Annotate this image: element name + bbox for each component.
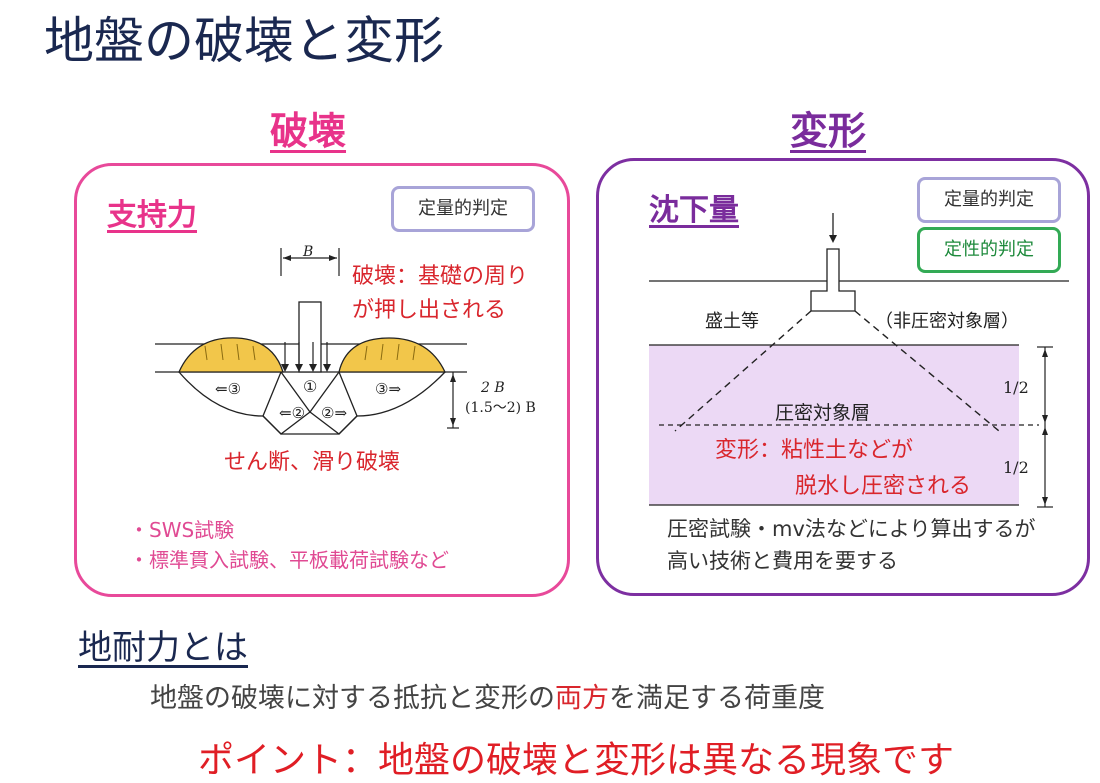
bearing-capacity-subheading: 支持力 (107, 198, 197, 233)
shear-failure-caption: せん断、滑り破壊 (224, 450, 401, 475)
quantitative-badge: 定量的判定 (917, 177, 1061, 223)
failure-note: 破壊：基礎の周り が押し出される (352, 264, 529, 323)
left-heave (177, 337, 284, 373)
half-top-label: 1/2 (1003, 378, 1029, 397)
zone-2-left-label: ⇐② (279, 404, 305, 422)
right-heave (338, 337, 447, 373)
heading-failure: 破壊 (270, 109, 347, 153)
deformation-panel: 沈下量 定量的判定 定性的判定 盛土等 （非圧密対象層） 圧密対象層 1/2 1… (596, 158, 1090, 596)
fill-label: 盛土等 (705, 311, 759, 332)
bearing-definition-heading: 地耐力とは (78, 628, 248, 668)
consolidation-label: 圧密対象層 (775, 402, 870, 424)
test-item: ・SWS試験 (129, 518, 235, 542)
settlement-subheading: 沈下量 (649, 193, 739, 228)
settlement-description: 圧密試験・mv法などにより算出するが 高い技術と費用を要する (667, 517, 1036, 573)
non-consolidation-label: （非圧密対象層） (875, 311, 1019, 332)
both-emphasis: 両方 (555, 683, 609, 714)
zone-2-right-label: ②⇒ (321, 404, 347, 422)
foundation (298, 301, 322, 373)
zone-3-right-label: ③⇒ (375, 380, 401, 398)
failure-panel: 支持力 定量的判定 B (74, 163, 570, 597)
page-title: 地盤の破壊と変形 (44, 12, 444, 70)
zone-1-label: ① (303, 377, 317, 396)
bearing-failure-diagram: B ① (155, 244, 536, 435)
consolidation-diagram: 盛土等 （非圧密対象層） 圧密対象層 1/2 1/2 変形：粘性土などが 脱水し… (649, 213, 1069, 508)
deformation-note-2: 脱水し圧密される (795, 474, 971, 499)
qualitative-badge: 定性的判定 (917, 227, 1061, 273)
width-label: B (302, 244, 313, 260)
quantitative-badge: 定量的判定 (391, 186, 535, 232)
deformation-note-1: 変形：粘性土などが (715, 438, 913, 463)
depth-label-1: 2 B (480, 380, 505, 396)
test-item: ・標準貫入試験、平板載荷試験など (129, 548, 449, 572)
foundation (810, 248, 856, 312)
key-point: ポイント：地盤の破壊と変形は異なる現象です (198, 740, 955, 781)
depth-label-2: (1.5～2) B (465, 400, 536, 416)
heading-deformation: 変形 (790, 109, 867, 153)
zone-3-left-label: ⇐③ (215, 380, 241, 398)
bearing-definition: 地盤の破壊に対する抵抗と変形の両方を満足する荷重度 (150, 683, 825, 714)
half-bottom-label: 1/2 (1003, 458, 1029, 477)
